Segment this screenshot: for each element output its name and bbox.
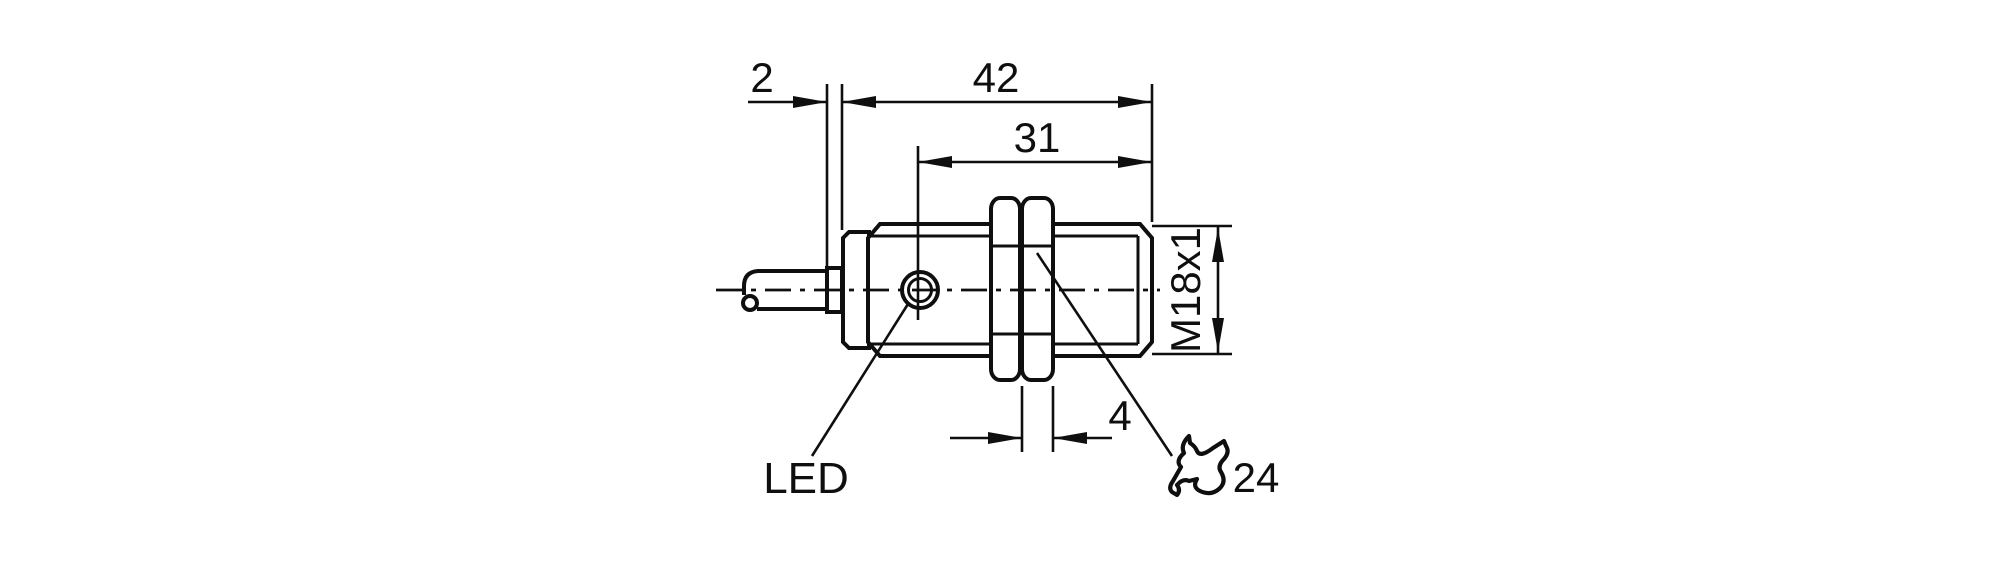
arrowhead-left <box>1053 432 1087 444</box>
cable-break-loop <box>741 294 759 312</box>
led-label: LED <box>763 454 849 503</box>
wrench-size-label: 24 <box>1233 454 1280 501</box>
nut-facet-lines <box>992 244 1052 336</box>
wrench-callout: 24 <box>1035 252 1280 501</box>
led-leader-line <box>810 303 910 457</box>
hex-nut <box>989 196 1055 382</box>
led-callout: LED <box>763 303 910 503</box>
dimension-thread-designation: M18x1 <box>1152 224 1232 356</box>
wrench-icon <box>1168 433 1230 498</box>
dimension-rear-step: 2 <box>748 54 844 266</box>
arrowhead-right <box>793 96 827 108</box>
dim-42-label: 42 <box>973 54 1020 101</box>
arrowhead-right <box>1118 96 1152 108</box>
dim-4-label: 4 <box>1108 392 1131 439</box>
cable <box>741 269 830 312</box>
arrowhead-right <box>1118 156 1152 168</box>
dimension-thread-length: 31 <box>916 114 1152 320</box>
wrench-leader-line <box>1035 252 1174 457</box>
dimension-housing-length: 42 <box>842 54 1154 222</box>
thread-spec-label: M18x1 <box>1162 227 1209 353</box>
dim-31-label: 31 <box>1014 114 1061 161</box>
arrowhead-up <box>1212 228 1224 262</box>
arrowhead-left <box>918 156 952 168</box>
arrowhead-right <box>988 432 1022 444</box>
arrowhead-down <box>1212 318 1224 352</box>
rear-cap <box>841 230 871 350</box>
cable-top-line <box>742 269 830 295</box>
dim-2-label: 2 <box>750 54 773 101</box>
arrowhead-left <box>842 96 876 108</box>
dimension-nut-width: 4 <box>950 386 1132 452</box>
